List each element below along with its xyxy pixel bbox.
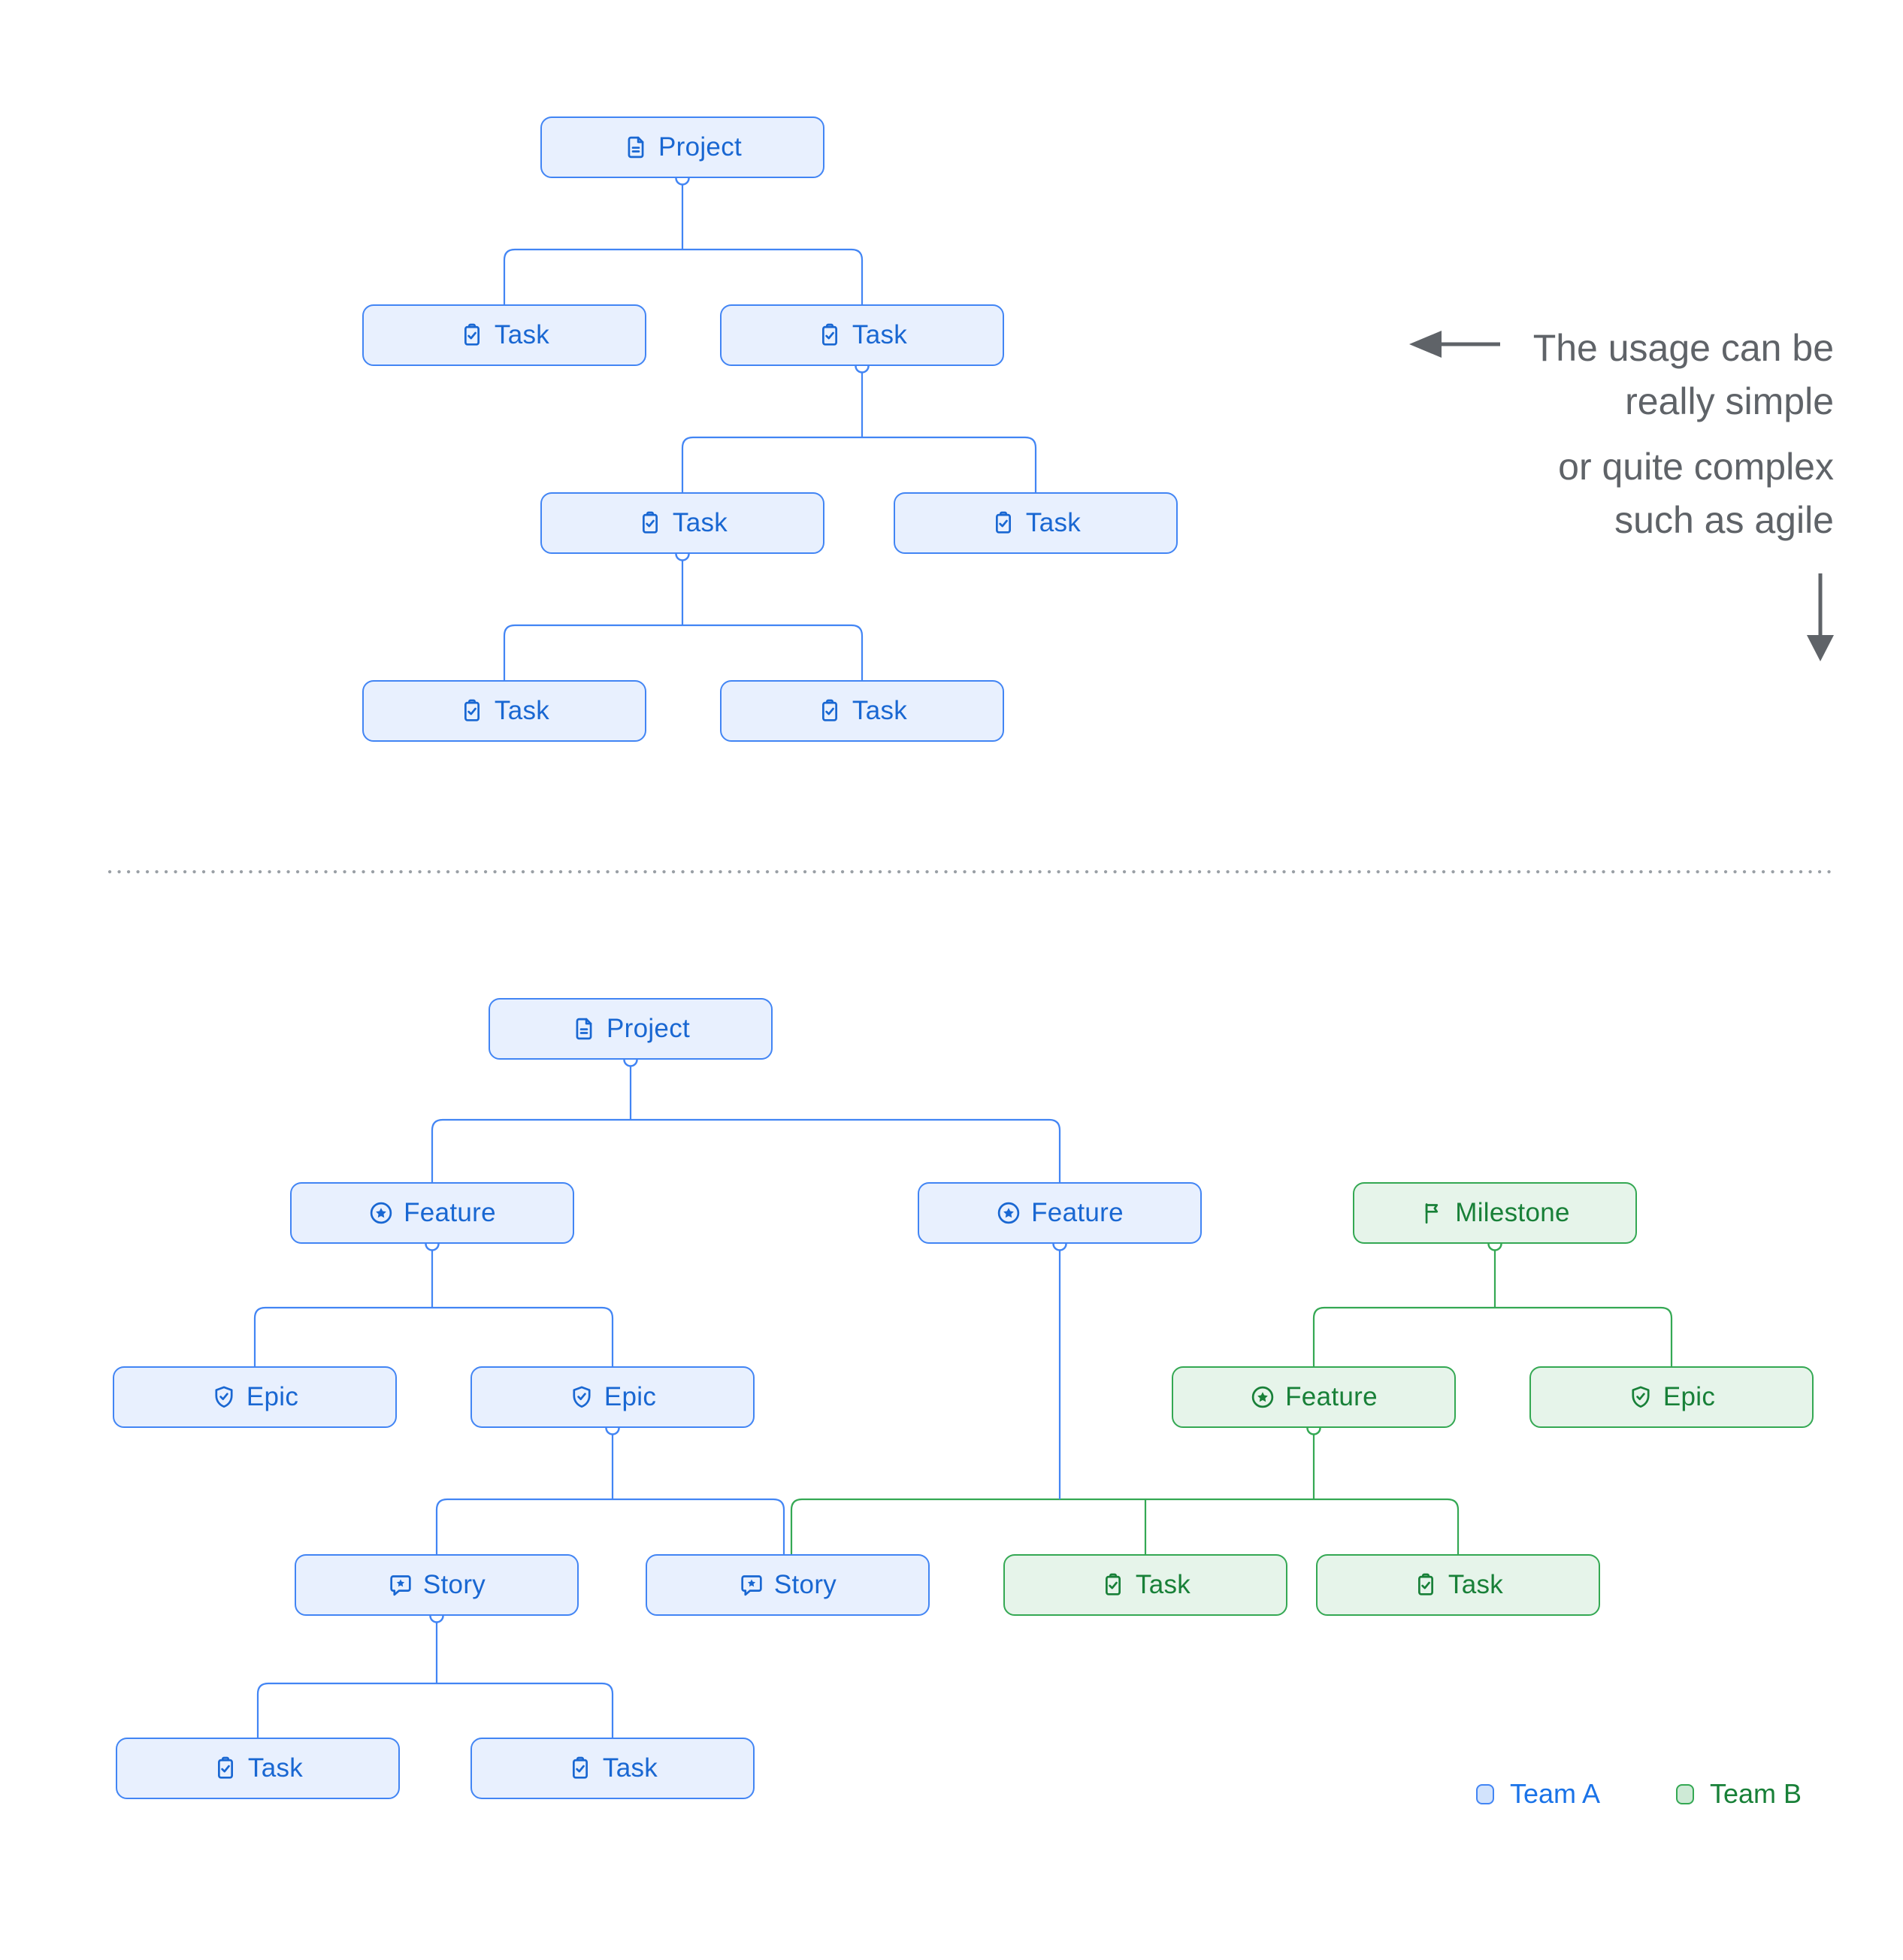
node-label: Task bbox=[1025, 508, 1082, 537]
connector-edge bbox=[253, 1244, 614, 1366]
node-label: Epic bbox=[604, 1382, 657, 1411]
node-label: Task bbox=[494, 320, 550, 349]
milestone-icon bbox=[1420, 1200, 1445, 1226]
legend-item-team-b: Team B bbox=[1676, 1778, 1802, 1810]
node-bot-feature-3: Feature bbox=[1172, 1366, 1456, 1428]
node-label: Feature bbox=[1031, 1198, 1124, 1227]
task-icon bbox=[459, 322, 485, 348]
node-label: Story bbox=[422, 1570, 486, 1599]
node-top-task-6: Task bbox=[720, 680, 1004, 742]
node-label: Project bbox=[658, 132, 743, 162]
connector-edge bbox=[1312, 1244, 1673, 1366]
node-bot-epic-1: Epic bbox=[113, 1366, 397, 1428]
node-top-task-4: Task bbox=[894, 492, 1178, 554]
epic-icon bbox=[1628, 1384, 1653, 1410]
connector-edge bbox=[681, 366, 1037, 492]
annotation-line: such as agile bbox=[1614, 499, 1834, 541]
node-label: Task bbox=[852, 696, 908, 725]
story-icon bbox=[388, 1572, 413, 1598]
task-icon bbox=[459, 698, 485, 724]
node-top-task-2: Task bbox=[720, 304, 1004, 366]
epic-icon bbox=[569, 1384, 594, 1410]
connector-edges bbox=[253, 178, 1673, 1738]
node-label: Task bbox=[1448, 1570, 1504, 1599]
annotation-line: really simple bbox=[1625, 380, 1834, 422]
node-label: Epic bbox=[246, 1382, 299, 1411]
node-bot-task-2: Task bbox=[470, 1738, 755, 1799]
connector-edge bbox=[435, 1428, 785, 1554]
legend-label: Team A bbox=[1510, 1778, 1601, 1809]
node-label: Milestone bbox=[1455, 1198, 1570, 1227]
connector-edge bbox=[431, 1060, 1061, 1182]
node-label: Epic bbox=[1662, 1382, 1716, 1411]
node-bot-feature-1: Feature bbox=[290, 1182, 574, 1244]
annotation-line: or quite complex bbox=[1558, 446, 1834, 488]
task-icon bbox=[1100, 1572, 1126, 1598]
node-bot-story-2: Story bbox=[646, 1554, 930, 1616]
legend-item-team-a: Team A bbox=[1476, 1778, 1600, 1810]
left-arrow-icon bbox=[1409, 331, 1500, 358]
annotation-line: The usage can be bbox=[1532, 327, 1834, 369]
node-label: Task bbox=[494, 696, 550, 725]
node-label: Feature bbox=[1285, 1382, 1378, 1411]
node-label: Task bbox=[247, 1753, 304, 1783]
connector-edge bbox=[503, 178, 864, 304]
legend-label: Team B bbox=[1710, 1778, 1802, 1809]
node-bot-task-g1: Task bbox=[1003, 1554, 1287, 1616]
task-icon bbox=[817, 698, 843, 724]
connector-edge bbox=[503, 554, 864, 680]
node-bot-task-1: Task bbox=[116, 1738, 400, 1799]
annotation-text: The usage can be really simple or quite … bbox=[1533, 322, 1834, 547]
node-top-task-3: Task bbox=[540, 492, 824, 554]
node-bot-story-1: Story bbox=[295, 1554, 579, 1616]
feature-icon bbox=[996, 1200, 1021, 1226]
down-arrow-icon bbox=[1807, 573, 1834, 661]
node-label: Story bbox=[773, 1570, 837, 1599]
task-icon bbox=[637, 510, 663, 536]
connector-edge bbox=[256, 1616, 614, 1738]
node-bot-milestone: Milestone bbox=[1353, 1182, 1637, 1244]
team-b-swatch-icon bbox=[1676, 1783, 1694, 1804]
task-icon bbox=[213, 1756, 238, 1781]
node-label: Task bbox=[852, 320, 908, 349]
team-a-swatch-icon bbox=[1476, 1783, 1494, 1804]
node-bot-epic-2: Epic bbox=[470, 1366, 755, 1428]
node-top-task-5: Task bbox=[362, 680, 646, 742]
node-top-task-1: Task bbox=[362, 304, 646, 366]
node-label: Task bbox=[1135, 1570, 1191, 1599]
node-bot-epic-3: Epic bbox=[1529, 1366, 1814, 1428]
feature-icon bbox=[1250, 1384, 1275, 1410]
feature-icon bbox=[368, 1200, 394, 1226]
node-bot-feature-2: Feature bbox=[918, 1182, 1202, 1244]
node-label: Feature bbox=[404, 1198, 496, 1227]
node-bot-project: Project bbox=[489, 998, 773, 1060]
node-label: Task bbox=[672, 508, 728, 537]
project-icon bbox=[623, 135, 649, 160]
node-top-project: Project bbox=[540, 116, 824, 178]
node-label: Task bbox=[602, 1753, 658, 1783]
task-icon bbox=[567, 1756, 593, 1781]
task-icon bbox=[991, 510, 1016, 536]
connector-edge bbox=[790, 1428, 1460, 1554]
task-icon bbox=[1413, 1572, 1439, 1598]
task-icon bbox=[817, 322, 843, 348]
project-icon bbox=[571, 1016, 597, 1042]
node-label: Project bbox=[606, 1014, 691, 1043]
epic-icon bbox=[211, 1384, 237, 1410]
story-icon bbox=[739, 1572, 764, 1598]
node-bot-task-g2: Task bbox=[1316, 1554, 1600, 1616]
